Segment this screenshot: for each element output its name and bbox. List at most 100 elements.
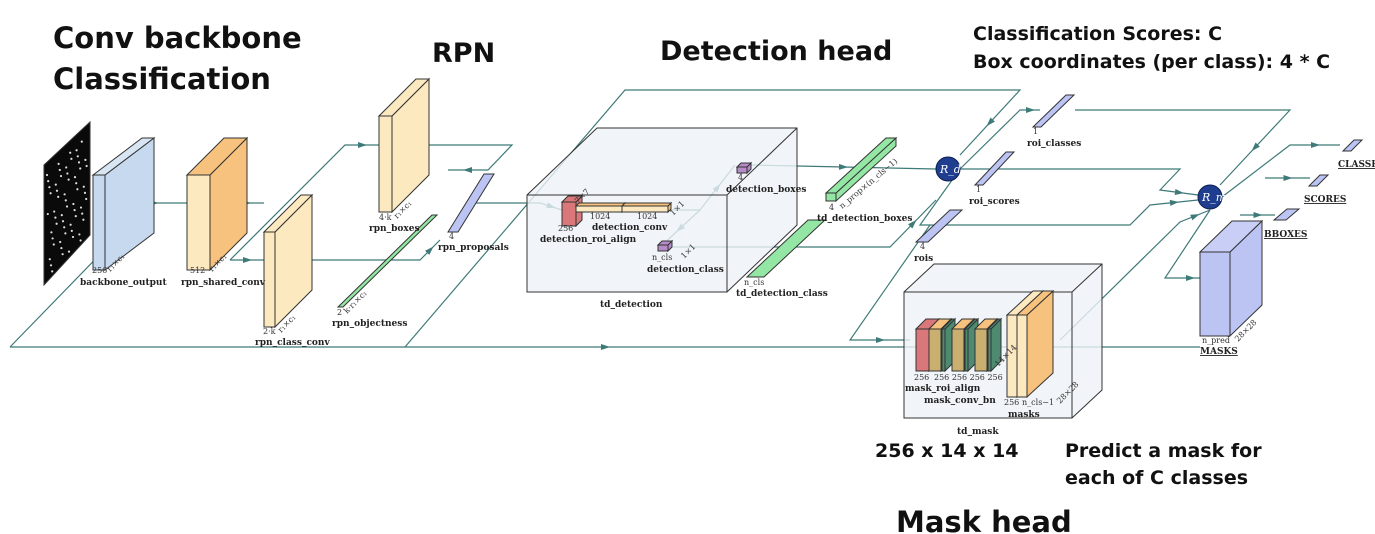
connector-to-rpn-boxes — [229, 144, 379, 261]
caption-roi-scores: roi_scores — [969, 197, 1020, 207]
connector-rois-to-mask — [848, 224, 931, 341]
block-mask-conv-bn-5 — [986, 317, 1003, 373]
block-rpn-boxes — [377, 77, 431, 214]
block-mask-conv-bn-5-front — [987, 328, 992, 372]
input-image-speck — [70, 229, 73, 232]
dim-rpn-shared-conv: 512 — [190, 266, 205, 275]
input-image-speck — [76, 155, 79, 158]
block-roi-classes — [1031, 94, 1076, 128]
dim-roi-scores: 1 — [976, 185, 981, 194]
connector-boxes-to-rd-arrowhead — [838, 163, 848, 170]
connector-to-objectness-arrowhead — [425, 246, 434, 255]
caption-detection-boxes: detection_boxes — [726, 185, 806, 195]
dim-masks: 256 — [1004, 398, 1019, 407]
connector-rm-to-masks — [1163, 209, 1215, 279]
block-td-detection-class — [745, 219, 827, 278]
input-image-speck — [48, 258, 51, 261]
caption-mask-conv-bn: mask_conv_bn — [924, 396, 996, 406]
input-image-speck — [73, 208, 76, 212]
dim-masks-ncls: n_cls−1 — [1022, 398, 1054, 407]
block-rois — [914, 209, 964, 243]
input-image-speck — [63, 193, 66, 196]
block-roi-scores — [973, 151, 1016, 186]
block-detection-conv-2-front — [621, 205, 669, 213]
caption-bboxes: BBOXES — [1264, 230, 1307, 240]
input-image-speck — [66, 172, 69, 175]
input-image-speck — [60, 246, 63, 250]
caption-mask-roi-align: mask_roi_align — [905, 384, 981, 394]
input-image-speck — [67, 178, 70, 181]
input-image-speck — [84, 158, 87, 161]
dim-rpn-boxes: 4·k — [379, 213, 392, 222]
connector-rois-to-mask-arrowhead — [876, 337, 885, 343]
input-image-speck — [79, 206, 83, 209]
input-image-speck — [79, 167, 82, 170]
caption-td-detection-boxes: td_detection_boxes — [817, 214, 912, 224]
block-detection-roi-align — [560, 194, 584, 228]
connector-classes-to-rm — [1075, 109, 1292, 186]
input-image-speck — [59, 240, 62, 244]
connector-rm-to-scores-arrowhead — [1283, 175, 1293, 181]
input-image-speck — [54, 183, 57, 186]
block-mask-conv-bn-1-front — [941, 328, 946, 372]
block-backbone-output-front — [92, 174, 106, 271]
input-image-speck — [82, 218, 85, 221]
input-image-speck — [48, 186, 51, 189]
caption-detection-conv: detection_conv — [592, 223, 668, 233]
connector-rd-to-classes-arrowhead — [1026, 107, 1035, 113]
input-image-speck — [45, 173, 49, 177]
dim-rpn-class-conv: 2·k — [263, 327, 276, 336]
caption-masks: masks — [1008, 410, 1040, 420]
connector-rm-to-classes — [1221, 144, 1340, 198]
note-predict-line1: Predict a mask for — [1065, 440, 1262, 462]
block-rpn-objectness — [336, 214, 439, 308]
input-image-speck — [73, 176, 77, 179]
input-image-speck — [54, 216, 57, 219]
block-bboxes — [1272, 208, 1301, 221]
connector-mask-to-rm-arrowhead — [1190, 214, 1200, 221]
connector-rd-scores-to-rm — [960, 168, 1199, 196]
block-detection-class — [656, 239, 674, 253]
block-backbone-output-side — [104, 136, 155, 272]
connector-rois-to-rm — [918, 168, 1199, 226]
input-image-speck — [60, 214, 63, 217]
connector-top-loop-arrowhead — [986, 117, 995, 127]
block-backbone-output — [91, 136, 156, 272]
block-classes — [1341, 139, 1364, 152]
connector-bottom-bus-arrowhead — [601, 344, 610, 350]
dim-detection-conv-1: 1024 — [590, 212, 610, 221]
block-masks-output — [1198, 219, 1264, 338]
block-mask-roi-align-front — [915, 328, 930, 372]
block-td-detection-boxes — [824, 136, 898, 203]
input-image-speck — [46, 212, 49, 216]
title-detection-head: Detection head — [660, 36, 892, 67]
dim-rpn-proposals: 4 — [449, 232, 454, 241]
block-rpn-shared-conv — [185, 136, 249, 272]
block-rpn-proposals — [447, 173, 495, 233]
input-image-speck — [57, 162, 60, 165]
input-image-speck — [67, 250, 71, 253]
dim-detection-class: n_cls — [652, 253, 672, 262]
input-image-speck — [64, 232, 67, 235]
input-image-speck — [63, 226, 66, 229]
caption-rpn-proposals: rpn_proposals — [438, 243, 509, 253]
connector-rois-to-rm-arrowhead — [1169, 199, 1179, 206]
caption-detection-roi-align: detection_roi_align — [540, 235, 637, 245]
input-image-speck — [49, 192, 52, 195]
caption-detection-class: detection_class — [647, 265, 724, 275]
connector-class-to-rd-arrowhead — [908, 219, 917, 229]
input-image-speck — [49, 264, 53, 267]
dim-backbone-output: 256 — [92, 266, 107, 275]
note-predict-line2: each of C classes — [1065, 467, 1248, 489]
connector-rm-to-bboxes-arrowhead — [1253, 212, 1263, 218]
block-detection-boxes-front — [736, 166, 748, 174]
input-image-speck — [55, 222, 58, 225]
connector-rd-scores-to-rm-arrowhead — [1174, 189, 1184, 195]
block-masks-output-front — [1199, 251, 1231, 337]
input-image-speck — [59, 174, 63, 178]
title-mask-head: Mask head — [896, 505, 1072, 534]
layer-shapes — [43, 77, 1364, 419]
note-box-coordinates: Box coordinates (per class): 4 * C — [973, 51, 1330, 73]
input-image-speck — [81, 212, 84, 215]
